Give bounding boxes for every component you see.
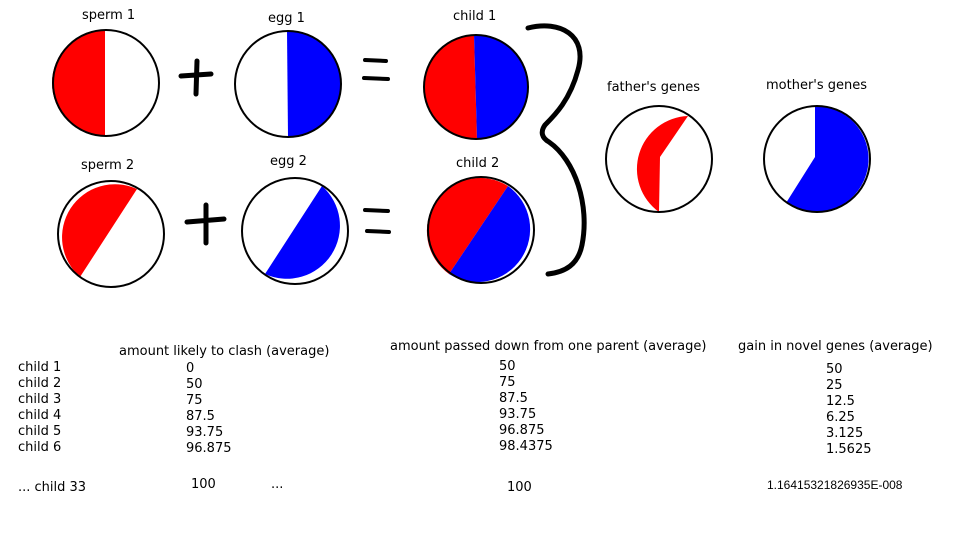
row-4-clash: 87.5 (186, 409, 215, 424)
row-4-passed: 93.75 (499, 407, 537, 422)
egg-1-circle (234, 30, 342, 138)
row-3-child: child 3 (18, 392, 62, 407)
row-2-clash: 50 (186, 377, 203, 392)
sperm-2-circle (57, 180, 165, 288)
egg-1-label: egg 1 (268, 11, 305, 26)
plus-sign-2 (184, 202, 227, 246)
row-6-child: child 6 (18, 440, 62, 455)
egg-2-circle (241, 177, 349, 285)
mothers-genes-circle (763, 105, 871, 213)
header-passed: amount passed down from one parent (aver… (390, 339, 707, 354)
equals-sign-1 (362, 58, 390, 81)
child-2-label: child 2 (456, 156, 500, 171)
curly-brace (525, 23, 587, 277)
mothers-genes-label: mother's genes (766, 78, 868, 93)
row-2-child: child 2 (18, 376, 62, 391)
row-2-passed: 75 (499, 375, 516, 390)
row-5-novel: 3.125 (826, 426, 864, 441)
row-5-child: child 5 (18, 424, 62, 439)
last-row-novel: 1.16415321826935E-008 (767, 478, 903, 492)
egg-2-label: egg 2 (270, 154, 307, 169)
row-5-clash: 93.75 (186, 425, 224, 440)
header-clash: amount likely to clash (average) (119, 344, 330, 359)
last-row-passed: 100 (507, 480, 532, 495)
row-5-passed: 96.875 (499, 423, 545, 438)
row-6-passed: 98.4375 (499, 439, 553, 454)
row-1-child: child 1 (18, 360, 62, 375)
row-1-novel: 50 (826, 362, 843, 377)
child-2-circle (426, 176, 535, 284)
sperm-2-label: sperm 2 (81, 158, 135, 173)
row-2-novel: 25 (826, 378, 843, 393)
row-6-novel: 1.5625 (826, 442, 872, 457)
last-row-clash: 100 (191, 477, 216, 492)
row-4-novel: 6.25 (826, 410, 855, 425)
row-3-novel: 12.5 (826, 394, 855, 409)
child-1-circle (423, 34, 529, 140)
fathers-genes-label: father's genes (607, 80, 700, 95)
row-3-clash: 75 (186, 393, 203, 408)
equals-sign-2 (363, 208, 391, 234)
row-3-passed: 87.5 (499, 391, 528, 406)
row-1-clash: 0 (186, 361, 195, 376)
header-novel: gain in novel genes (average) (738, 339, 933, 354)
child-1-label: child 1 (453, 9, 497, 24)
row-6-clash: 96.875 (186, 441, 232, 456)
row-1-passed: 50 (499, 359, 516, 374)
last-row-child: ... child 33 (18, 480, 87, 495)
fathers-genes-circle (605, 105, 713, 213)
sperm-1-circle (52, 29, 160, 137)
plus-sign-1 (178, 58, 214, 97)
sperm-1-label: sperm 1 (82, 8, 136, 23)
row-4-child: child 4 (18, 408, 62, 423)
last-row-ellipsis: ... (271, 477, 284, 492)
